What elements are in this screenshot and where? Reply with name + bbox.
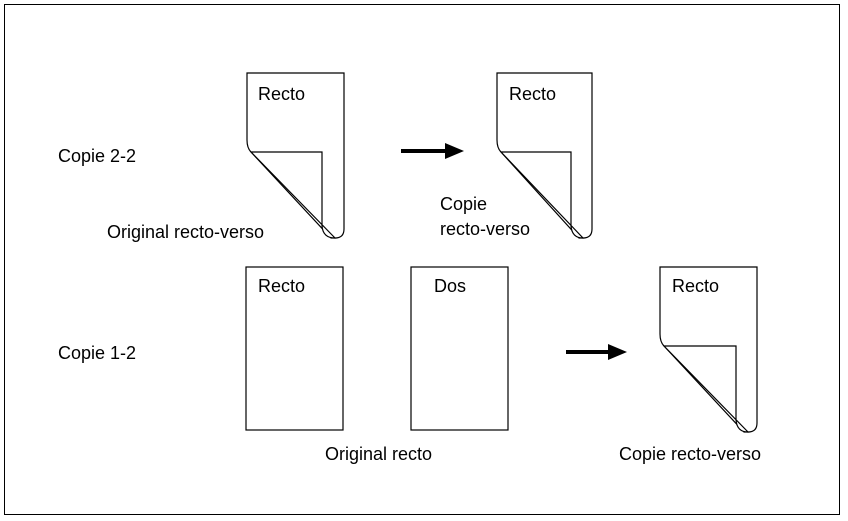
caption-copy: Copie: [440, 194, 488, 214]
caption-copy: Copie recto-verso: [619, 444, 762, 464]
folded-page-icon: [496, 72, 593, 239]
page-label: Recto: [672, 276, 720, 296]
page-icon: [245, 266, 344, 431]
diagram-frame: [4, 4, 840, 515]
arrow-right-icon: [566, 344, 627, 360]
row-label-copie-1-2: Copie 1-2: [58, 343, 137, 363]
folded-page-icon: [659, 266, 758, 433]
page-label: Recto: [258, 84, 306, 104]
page-label: Dos: [434, 276, 467, 296]
folded-page-icon: [246, 72, 345, 239]
caption-copy: recto-verso: [440, 219, 531, 239]
page-label: Recto: [258, 276, 306, 296]
arrow-right-icon: [401, 143, 464, 159]
row-label-copie-2-2: Copie 2-2: [58, 146, 137, 166]
caption-original: Original recto: [325, 444, 433, 464]
caption-original: Original recto-verso: [107, 222, 265, 242]
page-label: Recto: [509, 84, 557, 104]
page-icon: [410, 266, 509, 431]
